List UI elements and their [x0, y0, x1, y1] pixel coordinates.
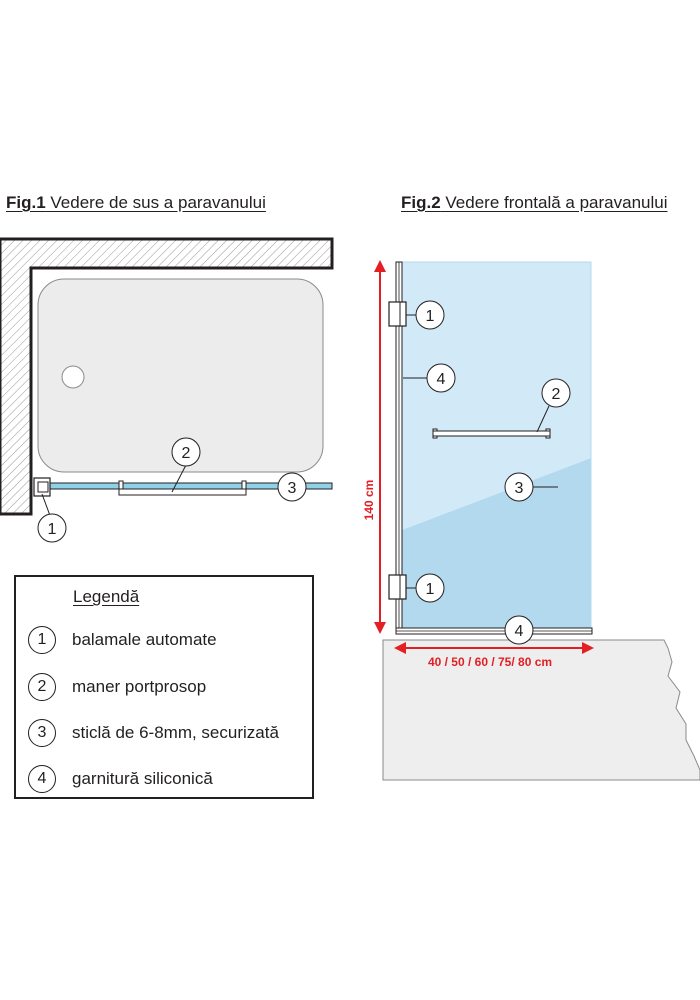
fig2-callout-4-side-label: 4: [437, 371, 446, 388]
fig2-title: Fig.2 Vedere frontală a paravanului: [401, 193, 668, 213]
legend-number-3: 3: [28, 719, 56, 747]
fig2-bottom-seal: [395, 627, 593, 635]
legend-box: Legendă 1 balamale automate 2 maner port…: [14, 575, 314, 799]
legend-text-2: maner portprosop: [72, 677, 207, 696]
legend-title: Legendă: [73, 587, 140, 606]
fig1-title-text: Vedere de sus a paravanului: [45, 193, 266, 212]
fig2-hinge-bottom: [388, 574, 407, 600]
fig1-title-prefix: Fig.1: [6, 193, 46, 212]
fig1-towel-handle: [118, 480, 247, 496]
fig1-callout-2: 2: [171, 437, 201, 467]
fig1-top-view: 1 2 3: [0, 237, 334, 543]
fig1-callout-2-label: 2: [182, 445, 191, 462]
fig2-title-text: Vedere frontală a paravanului: [440, 193, 668, 212]
legend-text-3: sticlă de 6-8mm, securizată: [72, 723, 279, 742]
fig2-callout-1-bottom: 1: [415, 573, 445, 603]
fig1-bathtub: [37, 278, 324, 473]
fig1-callout-3-label: 3: [288, 480, 297, 497]
fig2-callout-3: 3: [504, 472, 534, 502]
fig1-callout-1: 1: [37, 513, 67, 543]
fig2-callout-4-side: 4: [426, 363, 456, 393]
fig2-front-view: 1 4 2 3 1 4 140 cm 40 / 50 / 60 / 75/ 80…: [362, 260, 700, 781]
fig2-callout-4-bottom-label: 4: [515, 623, 524, 640]
fig2-glass-lower: [402, 458, 591, 628]
fig2-callout-3-label: 3: [515, 480, 524, 497]
legend-text-4: garnitură siliconică: [72, 769, 213, 788]
fig2-callout-2: 2: [541, 378, 571, 408]
fig2-towel-handle: [432, 428, 551, 439]
fig2-glass-upper: [402, 262, 591, 530]
fig2-callout-1-top-label: 1: [426, 308, 435, 325]
legend-item-hinges: 1 balamale automate: [28, 625, 217, 655]
fig2-callout-1-top: 1: [415, 300, 445, 330]
legend-number-2: 2: [28, 673, 56, 701]
legend-item-seal: 4 garnitură siliconică: [28, 764, 213, 794]
legend-text-1: balamale automate: [72, 630, 217, 649]
legend-item-glass: 3 sticlă de 6-8mm, securizată: [28, 718, 279, 748]
fig2-callout-2-label: 2: [552, 386, 561, 403]
fig1-callout-1-label: 1: [48, 521, 57, 538]
fig1-drain: [61, 365, 85, 389]
fig2-title-prefix: Fig.2: [401, 193, 441, 212]
fig1-title: Fig.1 Vedere de sus a paravanului: [6, 193, 266, 213]
legend-item-towel-handle: 2 maner portprosop: [28, 672, 206, 702]
fig1-wall: [0, 237, 334, 516]
legend-number-4: 4: [28, 765, 56, 793]
fig2-hinge-top: [388, 301, 407, 327]
fig1-hinge: [33, 477, 51, 497]
fig2-callout-4-bottom: 4: [504, 615, 534, 645]
fig2-countertop: [382, 639, 700, 781]
fig2-width-label: 40 / 50 / 60 / 75/ 80 cm: [428, 655, 552, 669]
fig2-callout-1-bottom-label: 1: [426, 581, 435, 598]
fig2-height-label: 140 cm: [362, 480, 376, 521]
legend-number-1: 1: [28, 626, 56, 654]
fig1-callout-3: 3: [277, 472, 307, 502]
